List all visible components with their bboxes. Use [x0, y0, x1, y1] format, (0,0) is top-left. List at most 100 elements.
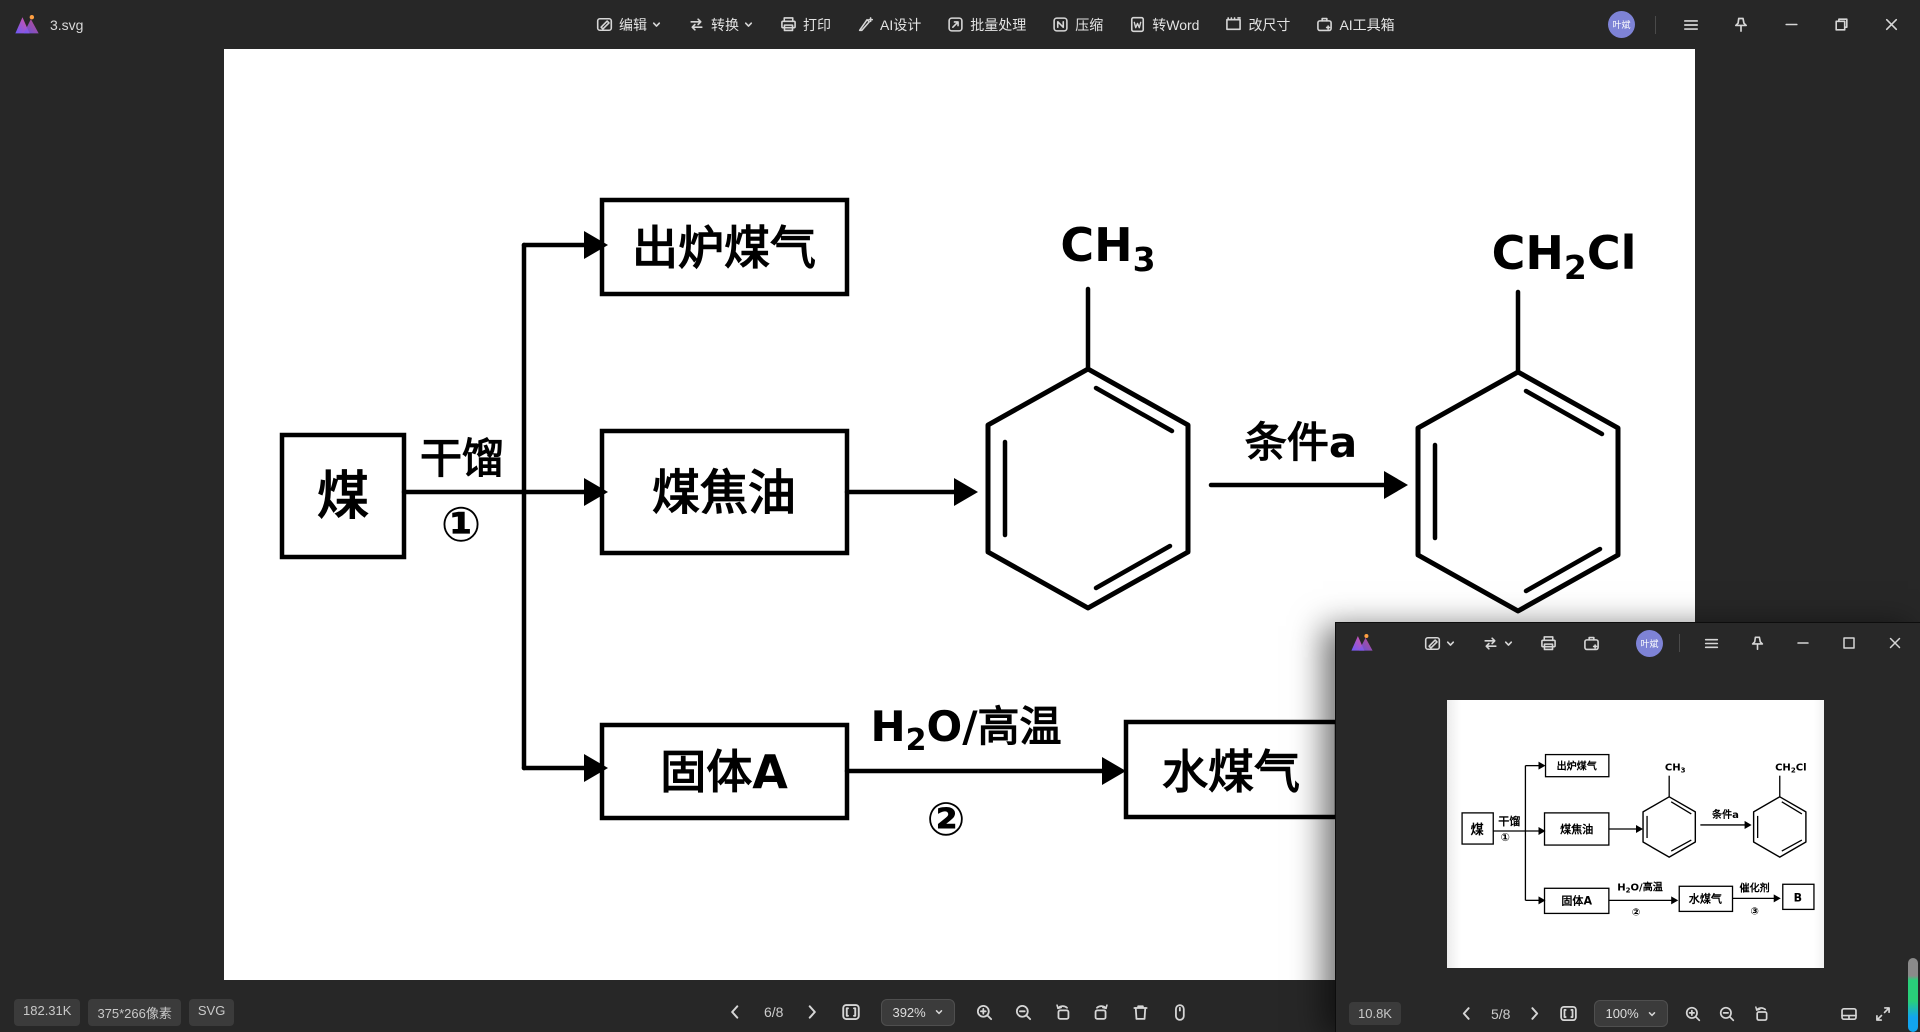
zoom-out-button[interactable]	[1014, 1003, 1033, 1022]
main-titlebar: 3.svg 编辑 转换 打印 AI设计 批量处理 压缩	[0, 0, 1920, 49]
mini-menu-ai-toolbox[interactable]	[1583, 635, 1600, 652]
mini-scrollbar[interactable]	[1908, 958, 1918, 1032]
next-page-button[interactable]	[803, 1003, 821, 1021]
rotate-left-button[interactable]	[1752, 1005, 1770, 1023]
mini-pin-button[interactable]	[1742, 628, 1772, 658]
menu-ai-toolbox[interactable]: AI工具箱	[1316, 15, 1395, 35]
file-size-badge: 10.8K	[1349, 1002, 1401, 1025]
menu-resize[interactable]: 改尺寸	[1225, 15, 1290, 35]
mini-titlebar-right: 叶斌	[1636, 628, 1910, 658]
chevron-down-icon	[1503, 638, 1514, 649]
step1-label: ①	[1501, 831, 1510, 844]
pages-panel-button[interactable]	[1840, 1005, 1858, 1023]
word-doc-icon	[1129, 16, 1146, 33]
next-page-button[interactable]	[1526, 1005, 1543, 1022]
user-avatar[interactable]: 叶斌	[1636, 629, 1663, 657]
printer-icon	[780, 16, 797, 33]
menu-compress[interactable]: 压缩	[1052, 15, 1103, 35]
trash-icon	[1131, 1003, 1150, 1022]
ch3-label: CH3	[1060, 218, 1155, 279]
secondary-viewer-window[interactable]: 叶斌 煤	[1335, 622, 1920, 1032]
product-b-label: B	[1794, 891, 1802, 904]
menu-ai-design[interactable]: AI设计	[857, 15, 921, 35]
ai-toolbox-icon	[1316, 16, 1333, 33]
window-title: 3.svg	[50, 16, 84, 33]
main-menu-button[interactable]	[1676, 10, 1706, 40]
mini-statusbar: 10.8K 5/8 100%	[1336, 995, 1920, 1032]
keyboard-icon	[1840, 1005, 1858, 1023]
restore-button[interactable]	[1826, 10, 1856, 40]
fit-screen-button[interactable]	[841, 1002, 861, 1022]
rotate-right-button[interactable]	[1092, 1003, 1111, 1022]
prev-page-button[interactable]	[726, 1003, 744, 1021]
zoom-level-dropdown[interactable]: 100%	[1594, 1000, 1668, 1027]
condition-a-arrow	[1208, 471, 1408, 499]
mini-menu-convert[interactable]	[1482, 635, 1514, 652]
prev-page-button[interactable]	[1458, 1005, 1475, 1022]
step2-label: ②	[927, 792, 966, 846]
mini-maximize-button[interactable]	[1834, 628, 1864, 658]
mini-diagram-canvas: 煤 干馏 ① 出炉煤气 煤焦油 固体A	[1461, 753, 1815, 918]
pin-icon	[1749, 635, 1766, 652]
zoom-out-button[interactable]	[1718, 1005, 1736, 1023]
branch-lines	[1493, 761, 1546, 905]
furnace-gas-label: 出炉煤气	[1557, 760, 1597, 773]
delete-button[interactable]	[1131, 1003, 1150, 1022]
rotate-left-icon	[1752, 1005, 1770, 1023]
main-toolbar: 编辑 转换 打印 AI设计 批量处理 压缩 转Word	[596, 0, 1395, 49]
chevron-down-icon	[934, 1007, 944, 1017]
zoom-in-icon	[1684, 1005, 1702, 1023]
mini-main-menu-button[interactable]	[1696, 628, 1726, 658]
chevron-left-icon	[726, 1003, 744, 1021]
coal-tar-box	[1543, 812, 1610, 846]
catalyst-label: 催化剂	[1740, 881, 1770, 894]
fullscreen-button[interactable]	[1874, 1005, 1892, 1023]
ch3-label: CH3	[1665, 763, 1686, 775]
convert-icon	[688, 16, 705, 33]
convert-icon	[1482, 635, 1499, 652]
step2-label: ②	[1632, 907, 1641, 918]
menu-batch[interactable]: 批量处理	[947, 15, 1026, 35]
toluene-ring	[985, 286, 1191, 611]
close-icon	[1887, 635, 1903, 651]
restore-icon	[1833, 16, 1850, 33]
mini-minimize-button[interactable]	[1788, 628, 1818, 658]
menu-label: AI工具箱	[1339, 16, 1395, 33]
benzyl-chloride-ring	[1752, 775, 1807, 858]
zoom-in-button[interactable]	[975, 1003, 994, 1022]
image-edit-icon	[1424, 635, 1441, 652]
coal-box	[279, 432, 407, 560]
menu-edit[interactable]: 编辑	[596, 15, 662, 35]
mouse-settings-button[interactable]	[1170, 1003, 1189, 1022]
close-button[interactable]	[1876, 10, 1906, 40]
furnace-gas-box	[599, 197, 850, 297]
mini-close-button[interactable]	[1880, 628, 1910, 658]
condition-a-arrow	[1700, 820, 1752, 829]
menu-label: 批量处理	[970, 16, 1027, 33]
zoom-level-dropdown[interactable]: 392%	[881, 998, 955, 1026]
mini-menu-edit[interactable]	[1424, 635, 1456, 652]
rotate-left-button[interactable]	[1053, 1003, 1072, 1022]
fit-screen-button[interactable]	[1559, 1004, 1578, 1023]
minimize-button[interactable]	[1776, 10, 1806, 40]
divider	[1679, 634, 1680, 652]
zoom-in-button[interactable]	[1684, 1005, 1702, 1023]
rotate-right-icon	[1092, 1003, 1111, 1022]
user-avatar[interactable]: 叶斌	[1608, 11, 1635, 38]
mini-menu-print[interactable]	[1540, 635, 1557, 652]
compress-icon	[1052, 16, 1069, 33]
fit-screen-icon	[841, 1002, 861, 1022]
minimize-icon	[1783, 16, 1800, 33]
mouse-icon	[1170, 1003, 1189, 1022]
mini-image-canvas[interactable]: 煤 干馏 ① 出炉煤气 煤焦油 固体A	[1447, 700, 1824, 968]
menu-print[interactable]: 打印	[780, 15, 831, 35]
menu-convert[interactable]: 转换	[688, 15, 754, 35]
menu-to-word[interactable]: 转Word	[1129, 15, 1199, 35]
pin-button[interactable]	[1726, 10, 1756, 40]
chevron-down-icon	[1647, 1009, 1657, 1019]
chevron-right-icon	[1526, 1005, 1543, 1022]
expand-icon	[1874, 1005, 1892, 1023]
image-canvas[interactable]: 煤 干馏 ① 出炉煤气 煤焦油 固体A	[224, 49, 1695, 980]
zoom-level-value: 392%	[892, 1004, 926, 1020]
menu-label: 编辑	[619, 16, 647, 33]
